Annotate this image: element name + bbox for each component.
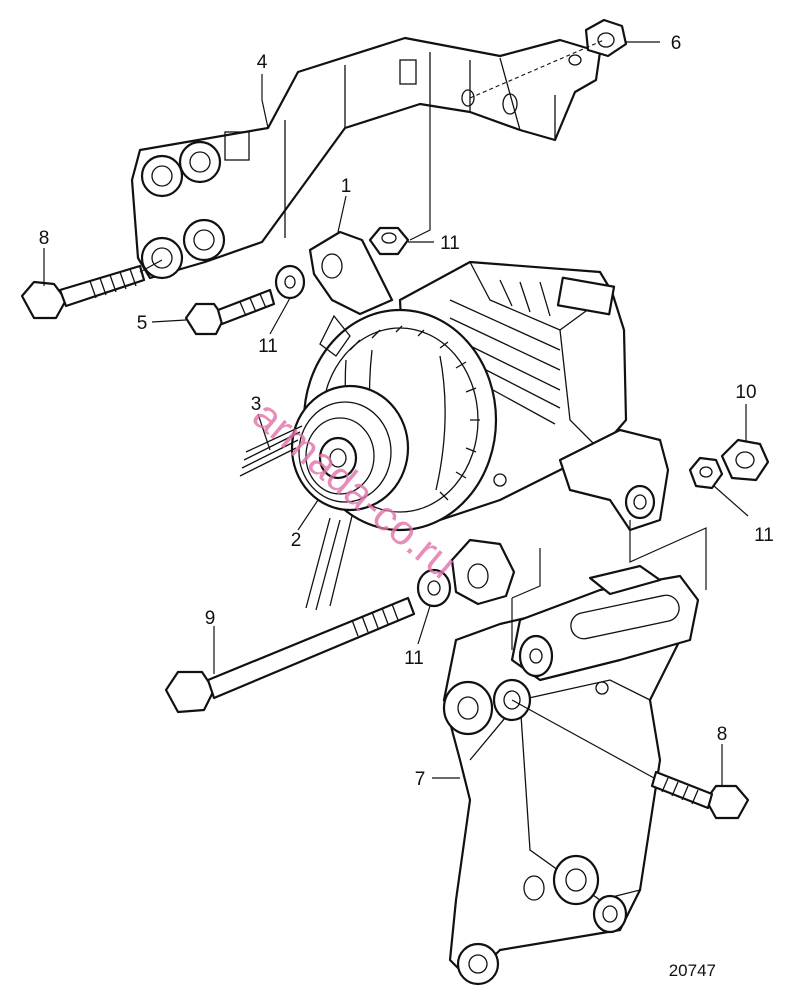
callout-6: 6 [671,33,682,54]
callout-11-middle: 11 [258,336,278,357]
reference-number: 20747 [669,961,716,980]
callout-3: 3 [251,394,262,415]
callout-10: 10 [735,382,756,403]
callout-11-right: 11 [754,525,774,546]
upper-bracket [130,36,602,280]
washer-middle [274,264,306,300]
callout-1: 1 [341,176,352,197]
callout-9: 9 [205,608,216,629]
washer-lower [416,568,452,608]
bolt-middle [184,288,276,336]
bolt-upper-left [20,264,146,320]
callout-8-upper: 8 [39,228,50,249]
callout-11-lower: 11 [404,648,424,669]
callout-5: 5 [137,313,148,334]
callout-8-lower: 8 [717,724,728,745]
spacer-right [688,456,724,490]
flange-nut-right [720,438,770,482]
callout-2: 2 [291,530,302,551]
callout-labels: 4 6 1 8 11 5 11 3 10 2 11 9 11 8 7 [39,33,774,790]
long-bolt [164,596,416,714]
flange-nut-top [584,18,628,58]
callout-11-upper: 11 [440,233,460,254]
drive-belt [239,425,353,611]
bolt-lower-right [650,770,750,820]
callout-4: 4 [257,52,268,73]
callout-7: 7 [415,769,426,790]
lower-bracket [442,564,700,986]
spacer-upper [368,226,410,256]
pulley [290,384,410,512]
